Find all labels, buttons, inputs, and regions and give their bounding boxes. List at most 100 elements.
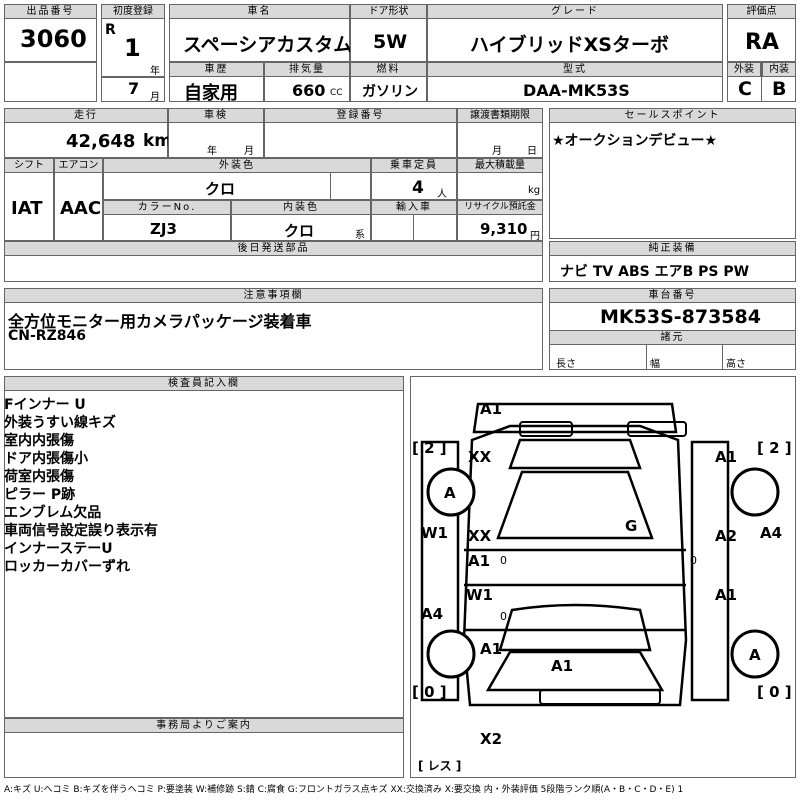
wheels [426, 467, 780, 679]
int-label: 内装 [762, 62, 796, 77]
notes-line-1: 全方位モニター用カメラパッケージ装着車 [8, 312, 312, 331]
displacement-label: 排気量 [264, 62, 350, 77]
damage-mark: W1 [421, 524, 448, 542]
damage-mark: 0 [500, 610, 507, 623]
transfer-day: 日 [527, 146, 537, 157]
month-cell [101, 77, 165, 102]
int-color-label: 内装色 [231, 200, 371, 215]
damage-mark: A [749, 646, 761, 664]
inspector-line: Fインナー U [4, 397, 86, 413]
shift-label: シフト [4, 158, 54, 173]
mileage-value: 42,648 [66, 131, 136, 152]
lot-label: 出品番号 [4, 4, 97, 19]
ext-color-label: 外装色 [103, 158, 371, 173]
inspection-year-unit: 年 [207, 146, 217, 157]
damage-mark: X2 [480, 730, 502, 748]
front-bumper-outline [472, 402, 678, 434]
height-label: 高さ [726, 359, 746, 370]
right-side-outline [690, 440, 730, 702]
mileage-label: 走行 [4, 108, 168, 123]
dims-label: 諸元 [549, 330, 796, 345]
damage-mark: [ 2 ] [412, 439, 447, 457]
shift-value: IAT [11, 198, 43, 219]
roof-outline [496, 470, 654, 540]
inspector-line: 室内内張傷 [4, 433, 74, 449]
inspector-line: ピラー P跡 [4, 487, 76, 503]
score-value: RA [745, 30, 779, 55]
inspection-label: 車検 [168, 108, 264, 123]
inspector-line: エンブレム欠品 [4, 505, 102, 521]
import-label: 輸入車 [371, 200, 457, 215]
lot-number: 3060 [20, 25, 87, 53]
damage-mark: [ 0 ] [412, 683, 447, 701]
recycle-value: 9,310 [480, 220, 528, 238]
damage-mark: A1 [480, 640, 502, 658]
transfer-label: 譲渡書類期限 [457, 108, 543, 123]
front-trim-right [627, 421, 687, 437]
capacity-value: 4 [412, 178, 424, 198]
fuel-label: 燃料 [350, 62, 427, 77]
sales-point-text: ★オークションデビュー★ [552, 133, 718, 149]
front-trim-left [519, 421, 573, 437]
inspector-line: ドア内張傷小 [4, 451, 88, 467]
ext-color-value: クロ [205, 180, 236, 198]
rear-window-outline [498, 603, 652, 652]
notes-label: 注意事項欄 [4, 288, 543, 303]
car-diagram: A1 [ 2 ] [ 2 ] XX A1 A G W1 XX A2 A4 A1 … [412, 400, 792, 773]
int-color-unit: 系 [355, 230, 365, 241]
damage-mark: G [625, 517, 637, 535]
inspection-month-unit: 月 [244, 146, 254, 157]
history-value: 自家用 [184, 83, 238, 104]
inspector-label: 検査員記入欄 [4, 376, 404, 391]
damage-mark: A4 [760, 524, 782, 542]
windshield-outline [508, 438, 642, 470]
width-label: 幅 [650, 359, 660, 370]
parts-label: 後日発送部品 [4, 241, 543, 256]
damage-mark: A1 [715, 586, 737, 604]
type-value: DAA-MK53S [523, 81, 630, 100]
capacity-unit: 人 [437, 189, 447, 200]
damage-mark: W1 [466, 586, 493, 604]
int-color-value: クロ [284, 222, 315, 240]
damage-mark: A1 [715, 448, 737, 466]
damage-mark: 0 [500, 554, 507, 567]
tailgate-outline [485, 650, 665, 692]
car-diagram-panel [410, 376, 796, 778]
fuel-value: ガソリン [362, 84, 418, 100]
damage-mark: A1 [551, 657, 573, 675]
ext-label: 外装 [727, 62, 761, 77]
damage-mark: [ 0 ] [757, 683, 792, 701]
capacity-label: 乗車定員 [371, 158, 457, 173]
wheel-rear-left [426, 629, 476, 679]
inspector-cell [4, 376, 404, 718]
model-name: スペーシアカスタム [183, 34, 353, 56]
damage-mark: A2 [715, 527, 737, 545]
era: R [105, 22, 116, 38]
lot-blank [4, 62, 97, 102]
grade-value: ハイブリッドXSターボ [470, 34, 669, 56]
first-reg-year: 1 [124, 34, 141, 62]
damage-mark: A4 [421, 605, 443, 623]
left-side-outline [420, 440, 460, 702]
month-unit: 月 [150, 92, 160, 103]
inspector-line: 車両信号設定誤り表示有 [4, 523, 158, 539]
displacement-unit: CC [330, 88, 343, 98]
color-no-label: カラーNo. [103, 200, 231, 215]
door-value: 5W [373, 31, 408, 53]
ext-value: C [738, 78, 752, 100]
damage-mark: [ レス ] [418, 759, 461, 773]
first-reg-label: 初度登録 [101, 4, 165, 19]
color-no-value: ZJ3 [150, 220, 177, 238]
score-label: 評価点 [727, 4, 796, 19]
int-value: B [772, 78, 787, 100]
wheel-rear-right [730, 629, 780, 679]
ac-label: エアコン [54, 158, 103, 173]
transfer-month: 月 [492, 146, 502, 157]
damage-mark: XX [468, 527, 492, 545]
inspector-line: 荷室内張傷 [4, 469, 74, 485]
recycle-label: リサイクル預託金 [457, 200, 543, 215]
first-reg-month: 7 [128, 79, 140, 98]
mileage-unit: km [143, 131, 173, 151]
legend: A:キズ U:ヘコミ B:キズを伴うヘコミ P:要塗装 W:補修跡 S:錆 C:… [4, 785, 684, 795]
wheel-front-left [426, 467, 476, 517]
